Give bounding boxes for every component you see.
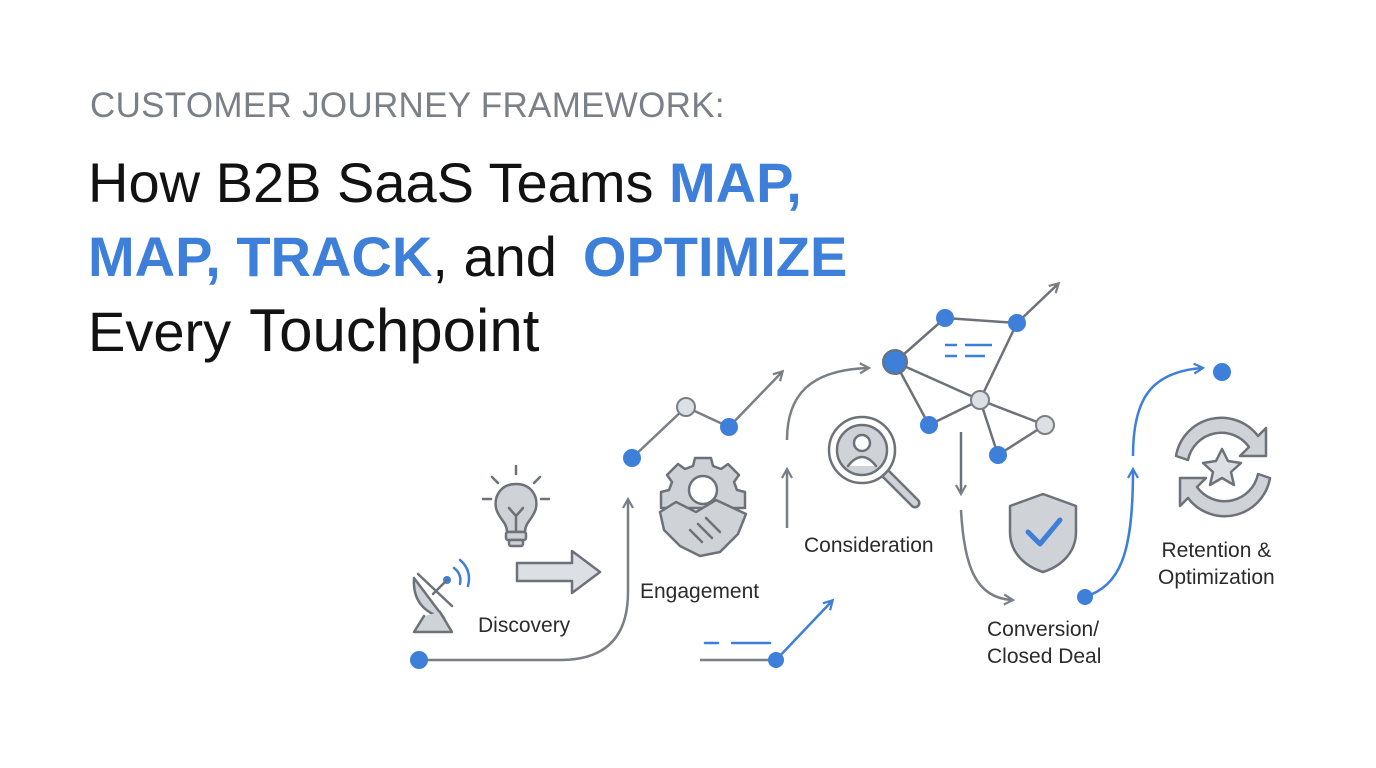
stage-label-engagement: Engagement <box>640 580 760 603</box>
title-text-touchpoint: Touchpoint <box>249 297 540 364</box>
title-line-1: How B2B SaaS Teams MAP, <box>88 146 847 220</box>
lightbulb-icon <box>481 464 551 548</box>
magnifier-person-icon <box>827 415 921 509</box>
arrow-right-icon <box>515 549 602 595</box>
engagement-trend <box>623 372 782 467</box>
satellite-dish-icon <box>412 558 471 634</box>
kicker: CUSTOMER JOURNEY FRAMEWORK: <box>90 86 725 125</box>
shield-check-icon <box>1008 492 1078 574</box>
title-accent-map-2: MAP, <box>88 225 221 288</box>
consideration-path <box>787 368 868 528</box>
cycle-star-icon <box>1174 416 1272 518</box>
node <box>676 397 696 417</box>
title-accent-optimize: OPTIMIZE <box>582 225 848 288</box>
conversion-path <box>959 509 1012 600</box>
node <box>623 449 641 467</box>
node <box>720 418 738 436</box>
stage-label-retention-line2: Optimization <box>1158 566 1275 589</box>
start-node <box>410 651 428 669</box>
discovery-path <box>410 500 628 669</box>
title-line-3: Every Touchpoint <box>88 294 847 369</box>
page-title: How B2B SaaS Teams MAP, MAP, TRACK, and O… <box>88 146 847 369</box>
network-nodes <box>882 309 1055 464</box>
title-line-2: MAP, TRACK, and OPTIMIZE <box>88 220 847 294</box>
stage-label-retention-line1: Retention & <box>1161 539 1272 562</box>
title-accent-map-1: MAP, <box>669 151 802 214</box>
stage-label-conversion: Conversion/ Closed Deal <box>987 616 1101 670</box>
title-accent-track: TRACK <box>236 225 433 288</box>
retention-path <box>1077 363 1231 605</box>
stage-label-retention: Retention & Optimization <box>1158 537 1275 591</box>
title-text-every: Every <box>88 300 232 363</box>
engagement-lead-path <box>700 601 832 668</box>
stage-label-conversion-line2: Closed Deal <box>987 645 1102 668</box>
gear-icon <box>659 456 747 510</box>
handshake-icon <box>658 498 748 558</box>
network-graph <box>893 284 1058 493</box>
stage-label-consideration: Consideration <box>804 534 934 557</box>
title-text-1: How B2B SaaS Teams <box>88 151 670 214</box>
stage-label-discovery: Discovery <box>478 614 571 637</box>
stage-label-conversion-line1: Conversion/ <box>987 618 1100 641</box>
title-text-2: , and <box>432 225 557 288</box>
